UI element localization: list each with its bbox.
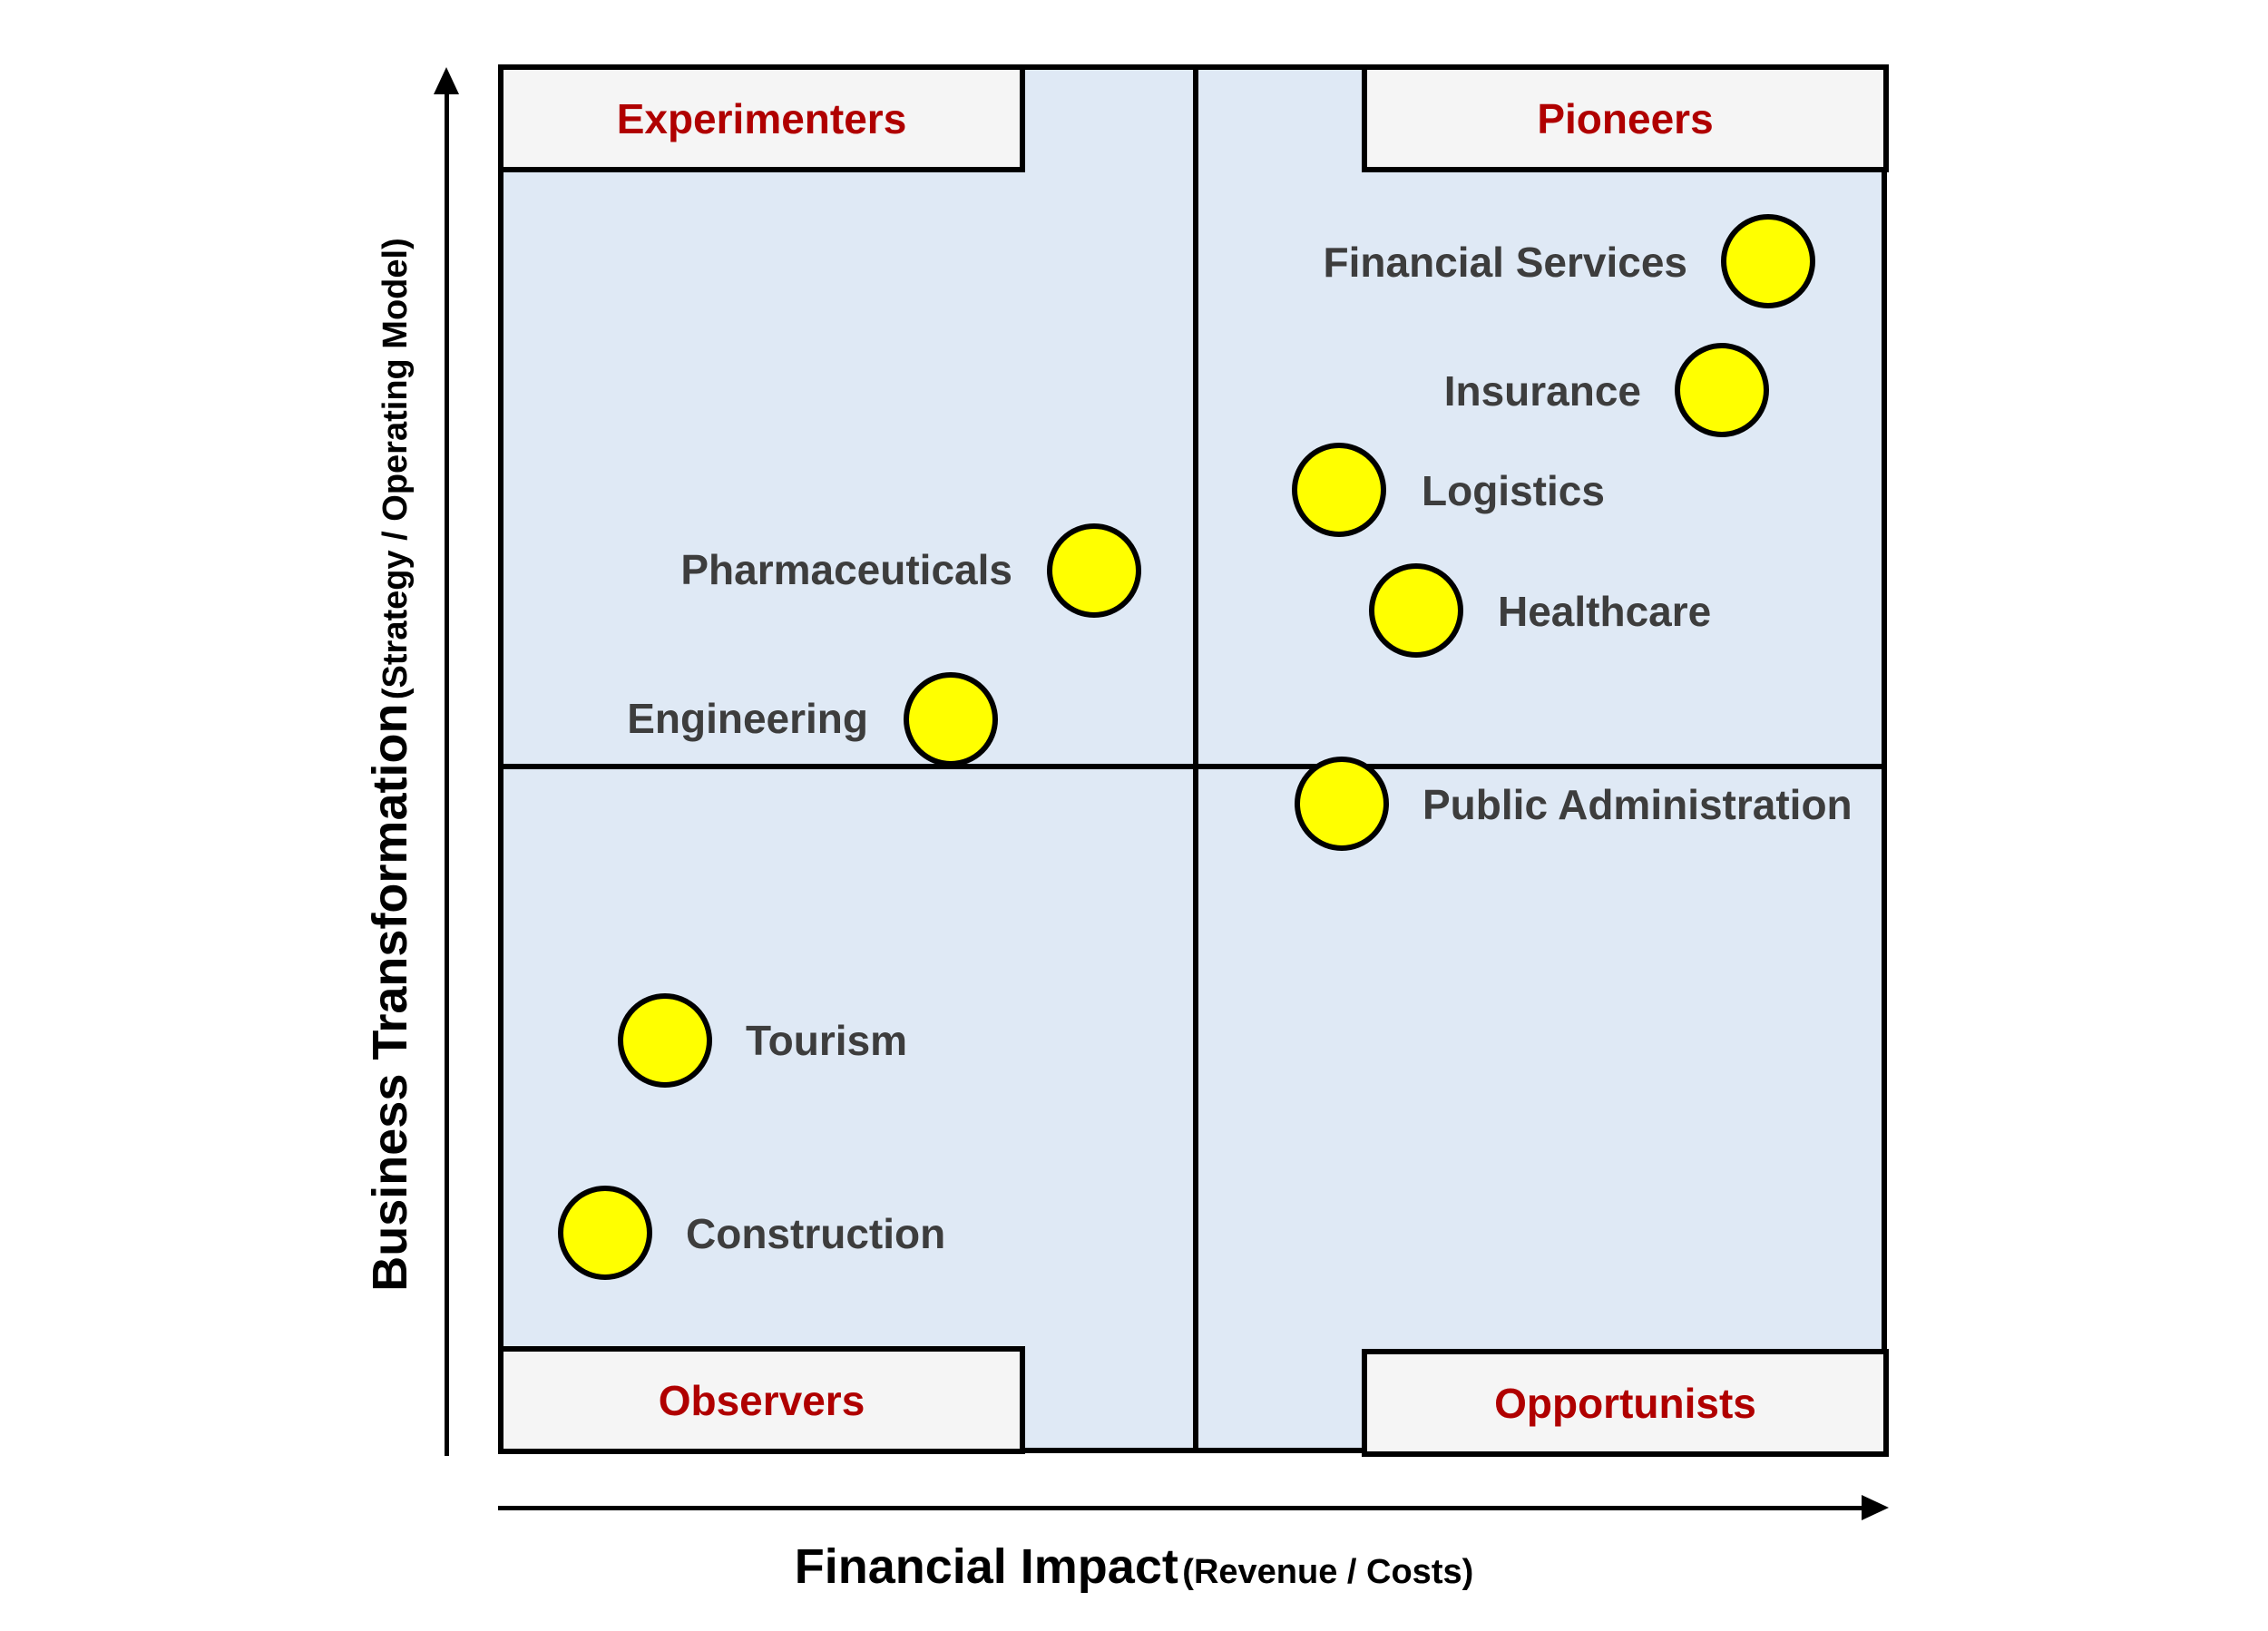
- y-axis-arrow-icon: [434, 67, 459, 94]
- dot-healthcare: [1369, 563, 1463, 658]
- x-axis-title-sub: (Revenue / Costs): [1182, 1553, 1474, 1591]
- dot-logistics: [1292, 443, 1386, 537]
- y-axis-title-sub: (Strategy / Operating Model): [376, 238, 415, 700]
- dot-tourism: [618, 993, 712, 1088]
- quadrant-label-observers: Observers: [498, 1346, 1025, 1454]
- label-financial-services: Financial Services: [1323, 239, 1687, 286]
- dot-pharmaceuticals: [1047, 523, 1141, 618]
- dot-public-administration: [1295, 757, 1389, 851]
- x-axis-arrow-icon: [1862, 1495, 1889, 1520]
- quadrant-label-opportunists: Opportunists: [1362, 1349, 1889, 1457]
- label-construction: Construction: [686, 1210, 946, 1257]
- y-axis-title: Business Transformation (Strategy / Oper…: [363, 238, 417, 1292]
- label-engineering: Engineering: [627, 695, 868, 742]
- dot-financial-services: [1721, 214, 1815, 308]
- label-public-administration: Public Administration: [1422, 781, 1853, 828]
- y-axis-title-main: Business Transformation: [363, 703, 417, 1292]
- label-tourism: Tourism: [746, 1017, 908, 1064]
- x-axis-title: Financial Impact (Revenue / Costs): [0, 1542, 2268, 1591]
- dot-construction: [558, 1186, 652, 1280]
- horizontal-divider: [503, 764, 1882, 769]
- dot-insurance: [1675, 343, 1769, 437]
- quadrant-label-experimenters: Experimenters: [498, 64, 1025, 172]
- x-axis-line: [498, 1506, 1863, 1510]
- x-axis-title-main: Financial Impact: [794, 1539, 1178, 1594]
- dot-engineering: [904, 672, 998, 767]
- y-axis-line: [445, 91, 449, 1456]
- label-insurance: Insurance: [1443, 367, 1641, 415]
- quadrant-matrix: [498, 64, 1887, 1453]
- label-healthcare: Healthcare: [1498, 588, 1712, 635]
- vertical-divider: [1193, 70, 1198, 1448]
- quadrant-label-pioneers: Pioneers: [1362, 64, 1889, 172]
- label-logistics: Logistics: [1422, 467, 1605, 514]
- label-pharmaceuticals: Pharmaceuticals: [680, 546, 1012, 593]
